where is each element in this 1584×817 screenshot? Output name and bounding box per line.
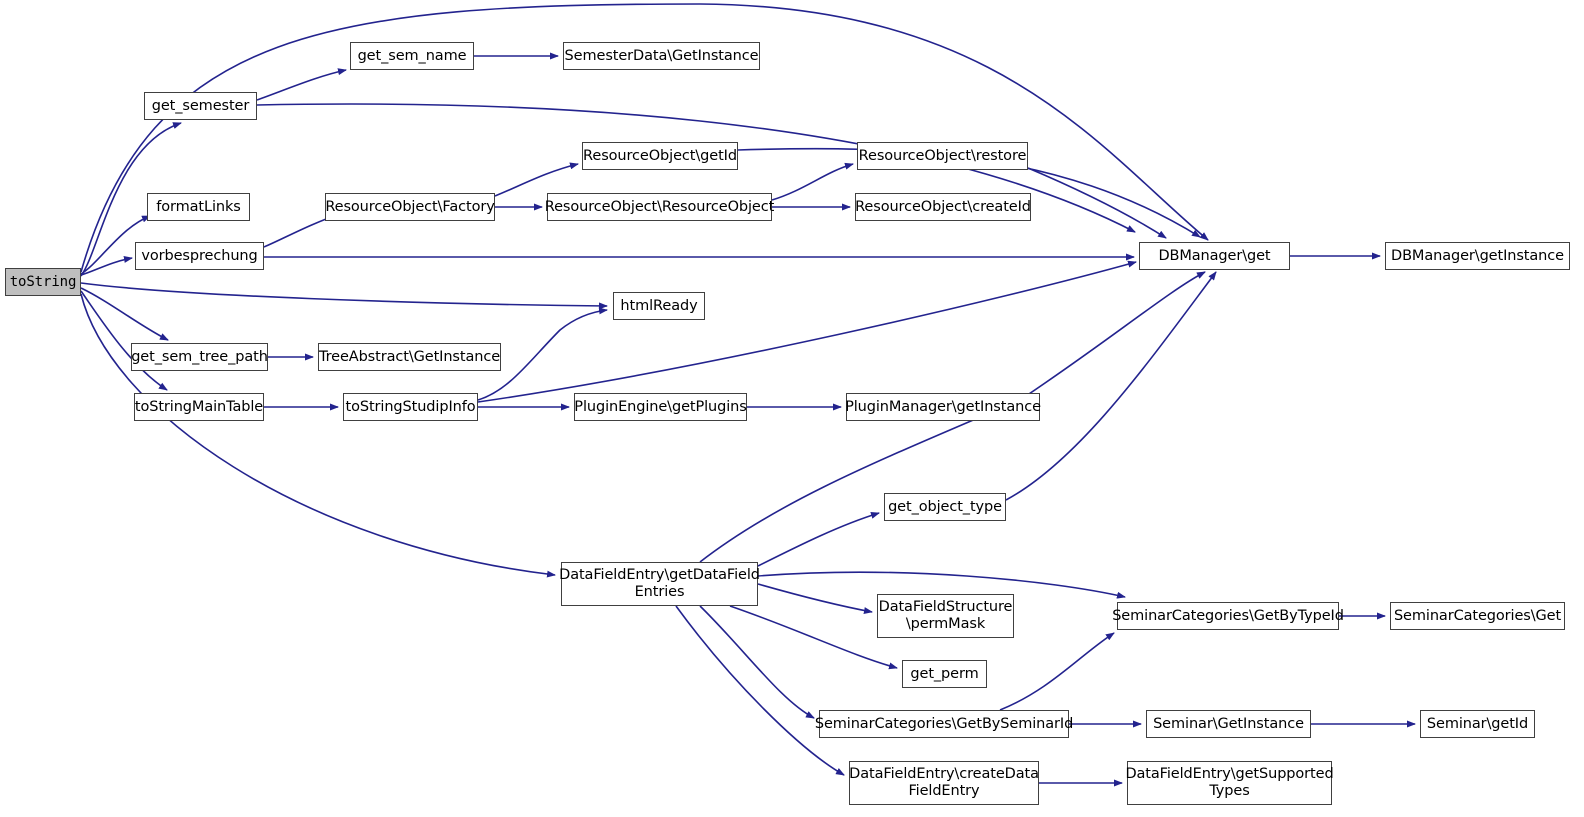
edge-get_semester-to-get_sem_name	[256, 68, 347, 101]
node-dfs_permmask[interactable]: DataFieldStructure \permMask	[877, 594, 1014, 638]
edge-toString-to-htmlReady	[80, 282, 608, 310]
node-seminar_gi[interactable]: Seminar\GetInstance	[1146, 710, 1311, 738]
node-get_sem_tree[interactable]: get_sem_tree_path	[131, 343, 268, 371]
node-treeabstract[interactable]: TreeAbstract\GetInstance	[318, 343, 501, 371]
node-pluginmanager[interactable]: PluginManager\getInstance	[845, 393, 1041, 421]
node-label-seminar_getid: Seminar\getId	[1426, 715, 1529, 732]
edge-get_object_type-to-dbget	[1005, 271, 1217, 501]
node-label-ro_restore: ResourceObject\restore	[858, 147, 1027, 164]
node-label-semesterdata: SemesterData\GetInstance	[564, 47, 759, 64]
node-label-get_perm: get_perm	[910, 665, 979, 682]
edge-dfe_get-to-sc_bysemid	[699, 605, 815, 719]
node-label-formatLinks: formatLinks	[156, 198, 241, 215]
node-label-htmlReady: htmlReady	[620, 297, 698, 314]
edge-dfe_get-to-get_object_type	[757, 512, 880, 567]
node-label-tsMainTable: toStringMainTable	[134, 398, 264, 415]
node-get_semester[interactable]: get_semester	[144, 92, 257, 120]
node-ro_factory[interactable]: ResourceObject\Factory	[325, 193, 495, 221]
node-get_object_type[interactable]: get_object_type	[884, 493, 1006, 521]
node-pluginengine[interactable]: PluginEngine\getPlugins	[574, 393, 747, 421]
node-get_sem_name[interactable]: get_sem_name	[350, 42, 474, 70]
node-label-sc_bysemid: SeminarCategories\GetBySeminarId	[814, 715, 1074, 732]
node-label-tsStudipInfo: toStringStudipInfo	[345, 398, 476, 415]
node-label-dfs_permmask: DataFieldStructure \permMask	[878, 599, 1013, 632]
edge-ro_factory-to-ro_getId	[494, 162, 579, 197]
node-label-dfe_supported: DataFieldEntry\getSupported Types	[1125, 766, 1334, 799]
node-label-sc_bytypeid: SeminarCategories\GetByTypeId	[1112, 607, 1344, 624]
node-label-dfe_get: DataFieldEntry\getDataField Entries	[559, 567, 760, 600]
edge-toString-to-formatLinks	[80, 215, 151, 275]
node-get_perm[interactable]: get_perm	[902, 660, 987, 688]
edge-ro_ro-to-ro_restore	[771, 162, 854, 201]
edge-dfe_get-to-dfs_permmask	[757, 583, 873, 614]
node-vorbesprechung[interactable]: vorbesprechung	[135, 242, 264, 270]
node-label-ro_factory: ResourceObject\Factory	[325, 198, 495, 215]
node-dfe_get[interactable]: DataFieldEntry\getDataField Entries	[559, 562, 760, 606]
edge-toString-to-vorbesprechung	[80, 255, 133, 276]
node-ro_restore[interactable]: ResourceObject\restore	[857, 142, 1028, 170]
node-tsMainTable[interactable]: toStringMainTable	[134, 393, 264, 421]
node-label-seminar_gi: Seminar\GetInstance	[1153, 715, 1304, 732]
node-dfe_create[interactable]: DataFieldEntry\createData FieldEntry	[849, 761, 1039, 805]
node-ro_createId[interactable]: ResourceObject\createId	[855, 193, 1031, 221]
edge-tsStudipInfo-to-htmlReady	[477, 307, 608, 401]
node-label-sc_get: SeminarCategories\Get	[1393, 607, 1562, 624]
edge-get_semester-to-dbget	[256, 103, 1136, 233]
edge-tsStudipInfo-to-dbget	[477, 260, 1137, 403]
node-label-vorbesprechung: vorbesprechung	[141, 247, 258, 264]
node-label-ro_createId: ResourceObject\createId	[855, 198, 1031, 215]
edge-sc_bysemid-to-sc_bytypeid	[999, 632, 1115, 711]
edge-toString-to-get_semester	[80, 122, 182, 277]
node-label-dbget: DBManager\get	[1158, 247, 1271, 264]
node-dfe_supported[interactable]: DataFieldEntry\getSupported Types	[1125, 761, 1334, 805]
edge-toString-to-dfe_get	[80, 293, 556, 578]
node-seminar_getid[interactable]: Seminar\getId	[1420, 710, 1535, 738]
node-label-dfe_create: DataFieldEntry\createData FieldEntry	[849, 766, 1039, 799]
edge-toString-to-tsMainTable	[80, 290, 168, 391]
node-dbget[interactable]: DBManager\get	[1139, 242, 1290, 270]
node-label-ro_getId: ResourceObject\getId	[583, 147, 737, 164]
edge-dfe_get-to-dfe_create	[675, 605, 845, 776]
node-ro_ro[interactable]: ResourceObject\ResourceObject	[545, 193, 774, 221]
node-label-get_semester: get_semester	[151, 97, 250, 114]
edge-toString-to-get_sem_tree	[80, 287, 169, 341]
edge-ro_restore-to-dbget	[1027, 167, 1167, 239]
node-semesterdata[interactable]: SemesterData\GetInstance	[563, 42, 760, 70]
node-label-get_sem_tree: get_sem_tree_path	[131, 348, 268, 365]
node-tsStudipInfo[interactable]: toStringStudipInfo	[343, 393, 478, 421]
node-label-get_object_type: get_object_type	[888, 498, 1002, 515]
node-label-get_sem_name: get_sem_name	[357, 47, 467, 64]
node-formatLinks[interactable]: formatLinks	[147, 193, 250, 221]
node-label-ro_ro: ResourceObject\ResourceObject	[544, 198, 775, 215]
node-htmlReady[interactable]: htmlReady	[613, 292, 705, 320]
node-label-treeabstract: TreeAbstract\GetInstance	[318, 348, 501, 365]
node-label-pluginengine: PluginEngine\getPlugins	[574, 398, 747, 415]
node-label-dbgetinstance: DBManager\getInstance	[1391, 247, 1564, 264]
node-toString[interactable]: toString	[5, 268, 81, 296]
edge-dfe_get-to-sc_bytypeid	[757, 571, 1126, 599]
node-sc_bytypeid[interactable]: SeminarCategories\GetByTypeId	[1112, 602, 1344, 630]
node-sc_bysemid[interactable]: SeminarCategories\GetBySeminarId	[815, 710, 1073, 738]
node-sc_get[interactable]: SeminarCategories\Get	[1390, 602, 1565, 630]
node-ro_getId[interactable]: ResourceObject\getId	[582, 142, 738, 170]
node-label-pluginmanager: PluginManager\getInstance	[845, 398, 1041, 415]
edge-dfe_get-to-get_perm	[729, 605, 898, 670]
node-dbgetinstance[interactable]: DBManager\getInstance	[1385, 242, 1570, 270]
node-label-toString: toString	[9, 273, 77, 290]
